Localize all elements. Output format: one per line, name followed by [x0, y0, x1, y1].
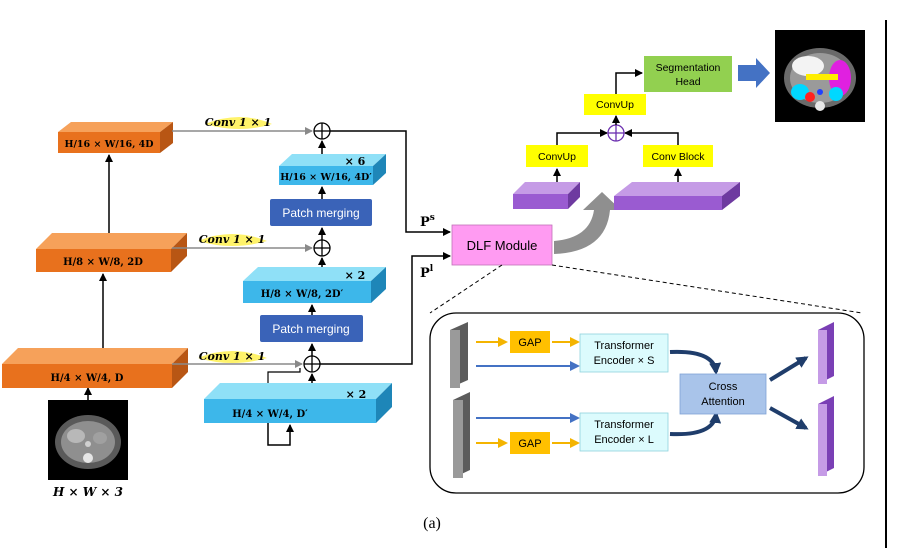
figure-caption: (a) [423, 515, 441, 532]
left-level2-label: H/8 × W/8, 2D [63, 257, 143, 268]
output-segmentation-image [775, 30, 865, 122]
right-level2-block [243, 267, 386, 303]
right-level3-block [279, 154, 386, 185]
arrow-sum1-to-dlf [320, 252, 451, 365]
arrow-sum3-to-dlf [330, 130, 451, 236]
dlf-input-large-feature [453, 392, 470, 478]
sum-node-2 [313, 239, 331, 257]
left-level1-block [2, 348, 188, 388]
right-level3-repeat: × 6 [345, 155, 366, 168]
purple-feature-right [614, 182, 740, 210]
ps-label: Ps [420, 213, 435, 230]
conv-highlight-3 [205, 117, 272, 129]
convup-2-label: ConvUp [596, 99, 634, 111]
purple-feature-left [513, 182, 580, 209]
arrow-enc-l-to-cross [669, 411, 722, 437]
segmentation-head-box [644, 56, 732, 92]
dlf-output-arrow [554, 192, 621, 254]
convup-1-box [526, 145, 588, 167]
pl-label: Pl [420, 264, 434, 281]
conv-block-label: Conv Block [651, 151, 705, 163]
convup-2-box [584, 94, 646, 115]
input-size-label: H × W × 3 [52, 485, 123, 499]
convup-1-label: ConvUp [538, 151, 576, 163]
conv-highlight-2 [198, 234, 267, 246]
right-level2-label: H/8 × W/8, 2D′ [261, 289, 344, 300]
left-level3-label: H/16 × W/16, 4D [64, 139, 153, 150]
gap-bottom-label: GAP [518, 438, 541, 450]
dlf-output-large-feature [818, 396, 834, 476]
gap-top-box [510, 331, 550, 353]
encoder-s-line1: Transformer [594, 340, 654, 352]
cross-attention-line2: Attention [701, 396, 744, 408]
encoder-s-line2: Encoder × S [594, 355, 655, 367]
arrow-convup1-to-sum [556, 129, 608, 145]
conv-label-1: Conv 1 × 1 [199, 350, 266, 363]
sum-node-1 [303, 355, 321, 373]
conv-block-box [643, 145, 713, 167]
arrow-enc-s-to-cross [669, 349, 722, 375]
right-level3-label: H/16 × W/16, 4D′ [280, 172, 372, 183]
patch-merging-1-label: Patch merging [272, 322, 349, 336]
patch-merging-2-box [270, 199, 372, 226]
right-level1-block [204, 383, 392, 423]
arrow-convup2-to-head [615, 69, 643, 94]
arrow-cross-to-out-top [768, 356, 809, 382]
right-level1-label: H/4 × W/4, D′ [232, 409, 308, 420]
left-level2-block [36, 233, 187, 272]
dlf-module-box [451, 224, 553, 266]
cross-attention-line1: Cross [709, 381, 738, 393]
right-level1-side-arrow [267, 368, 301, 383]
input-ct-image [48, 400, 128, 480]
zoom-line-left [429, 264, 503, 314]
right-level2-repeat: × 2 [345, 269, 366, 282]
right-level1-repeat: × 2 [346, 388, 367, 401]
right-level1-loop-arrow [267, 423, 294, 446]
encoder-l-line2: Encoder × L [594, 434, 654, 446]
cross-attention-box [679, 373, 767, 415]
segmentation-head-line2: Head [675, 76, 700, 88]
segmentation-head-line1: Segmentation [656, 62, 721, 74]
gap-top-label: GAP [518, 337, 541, 349]
decoder-sum-node [607, 124, 625, 142]
patch-merging-2-label: Patch merging [282, 206, 359, 220]
conv-label-2: Conv 1 × 1 [199, 233, 266, 246]
dlf-input-small-feature [450, 322, 468, 388]
dlf-output-small-feature [818, 322, 834, 384]
arrow-convblock-to-sum [624, 129, 679, 145]
sum-node-3 [313, 122, 331, 140]
left-level1-label: H/4 × W/4, D [51, 373, 124, 384]
conv-highlight-1 [198, 351, 267, 363]
arrow-head-to-output [738, 58, 770, 88]
arrow-cross-to-out-bottom [769, 406, 809, 430]
encoder-l-line1: Transformer [594, 419, 654, 431]
zoom-line-right [551, 264, 863, 314]
dlf-detail-panel [429, 312, 865, 494]
encoder-s-box [579, 333, 669, 373]
conv-label-3: Conv 1 × 1 [205, 116, 272, 129]
patch-merging-1-box [260, 315, 363, 342]
gap-bottom-box [510, 432, 550, 454]
dlf-module-label: DLF Module [467, 238, 538, 253]
left-level3-block [58, 122, 173, 153]
encoder-l-box [579, 412, 669, 452]
